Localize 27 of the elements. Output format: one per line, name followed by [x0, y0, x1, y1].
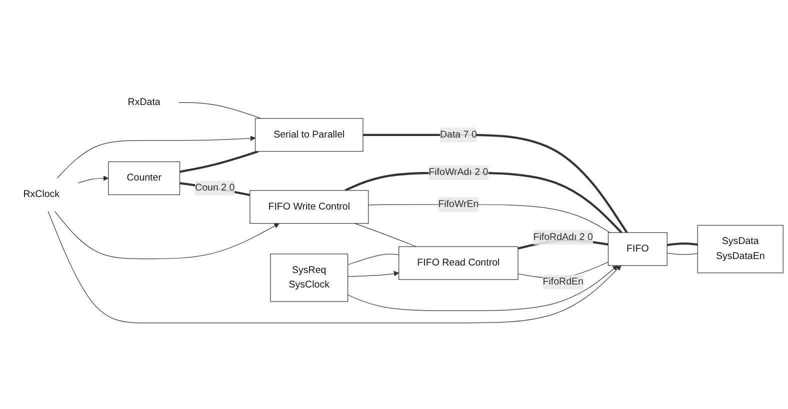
connector — [354, 223, 417, 247]
connector — [348, 254, 400, 266]
edge-label: FifoWrEn — [438, 199, 479, 210]
edge-label: Coun 2 0 — [195, 182, 235, 193]
node-text: RxData — [128, 97, 160, 108]
node-box: Serial to Parallel — [254, 118, 364, 152]
connector — [666, 242, 698, 246]
arrow — [348, 270, 400, 277]
edge-label: FifoWrAdı 2 0 — [428, 167, 488, 178]
node-box: SysReq SysClock — [270, 254, 348, 302]
node-box: FIFO Write Control — [250, 190, 369, 224]
edge-label: FifoRdEn — [542, 276, 584, 287]
node-box: FIFO Read Control — [398, 246, 518, 280]
arrow — [348, 265, 618, 312]
connector — [180, 150, 259, 173]
edge-label: FifoRdAdı 2 0 — [533, 232, 593, 242]
node-box: FIFO — [608, 232, 668, 266]
arrow — [48, 210, 622, 324]
arrow — [54, 210, 280, 260]
node-text: RxClock — [23, 189, 60, 200]
connector — [666, 252, 698, 255]
node-box: SysData SysDataEn — [697, 224, 784, 274]
node-box: Counter — [108, 161, 180, 196]
arrow — [56, 136, 256, 179]
connector — [178, 102, 262, 119]
edge-label: Data 7 0 — [440, 129, 477, 140]
arrow — [78, 176, 109, 184]
